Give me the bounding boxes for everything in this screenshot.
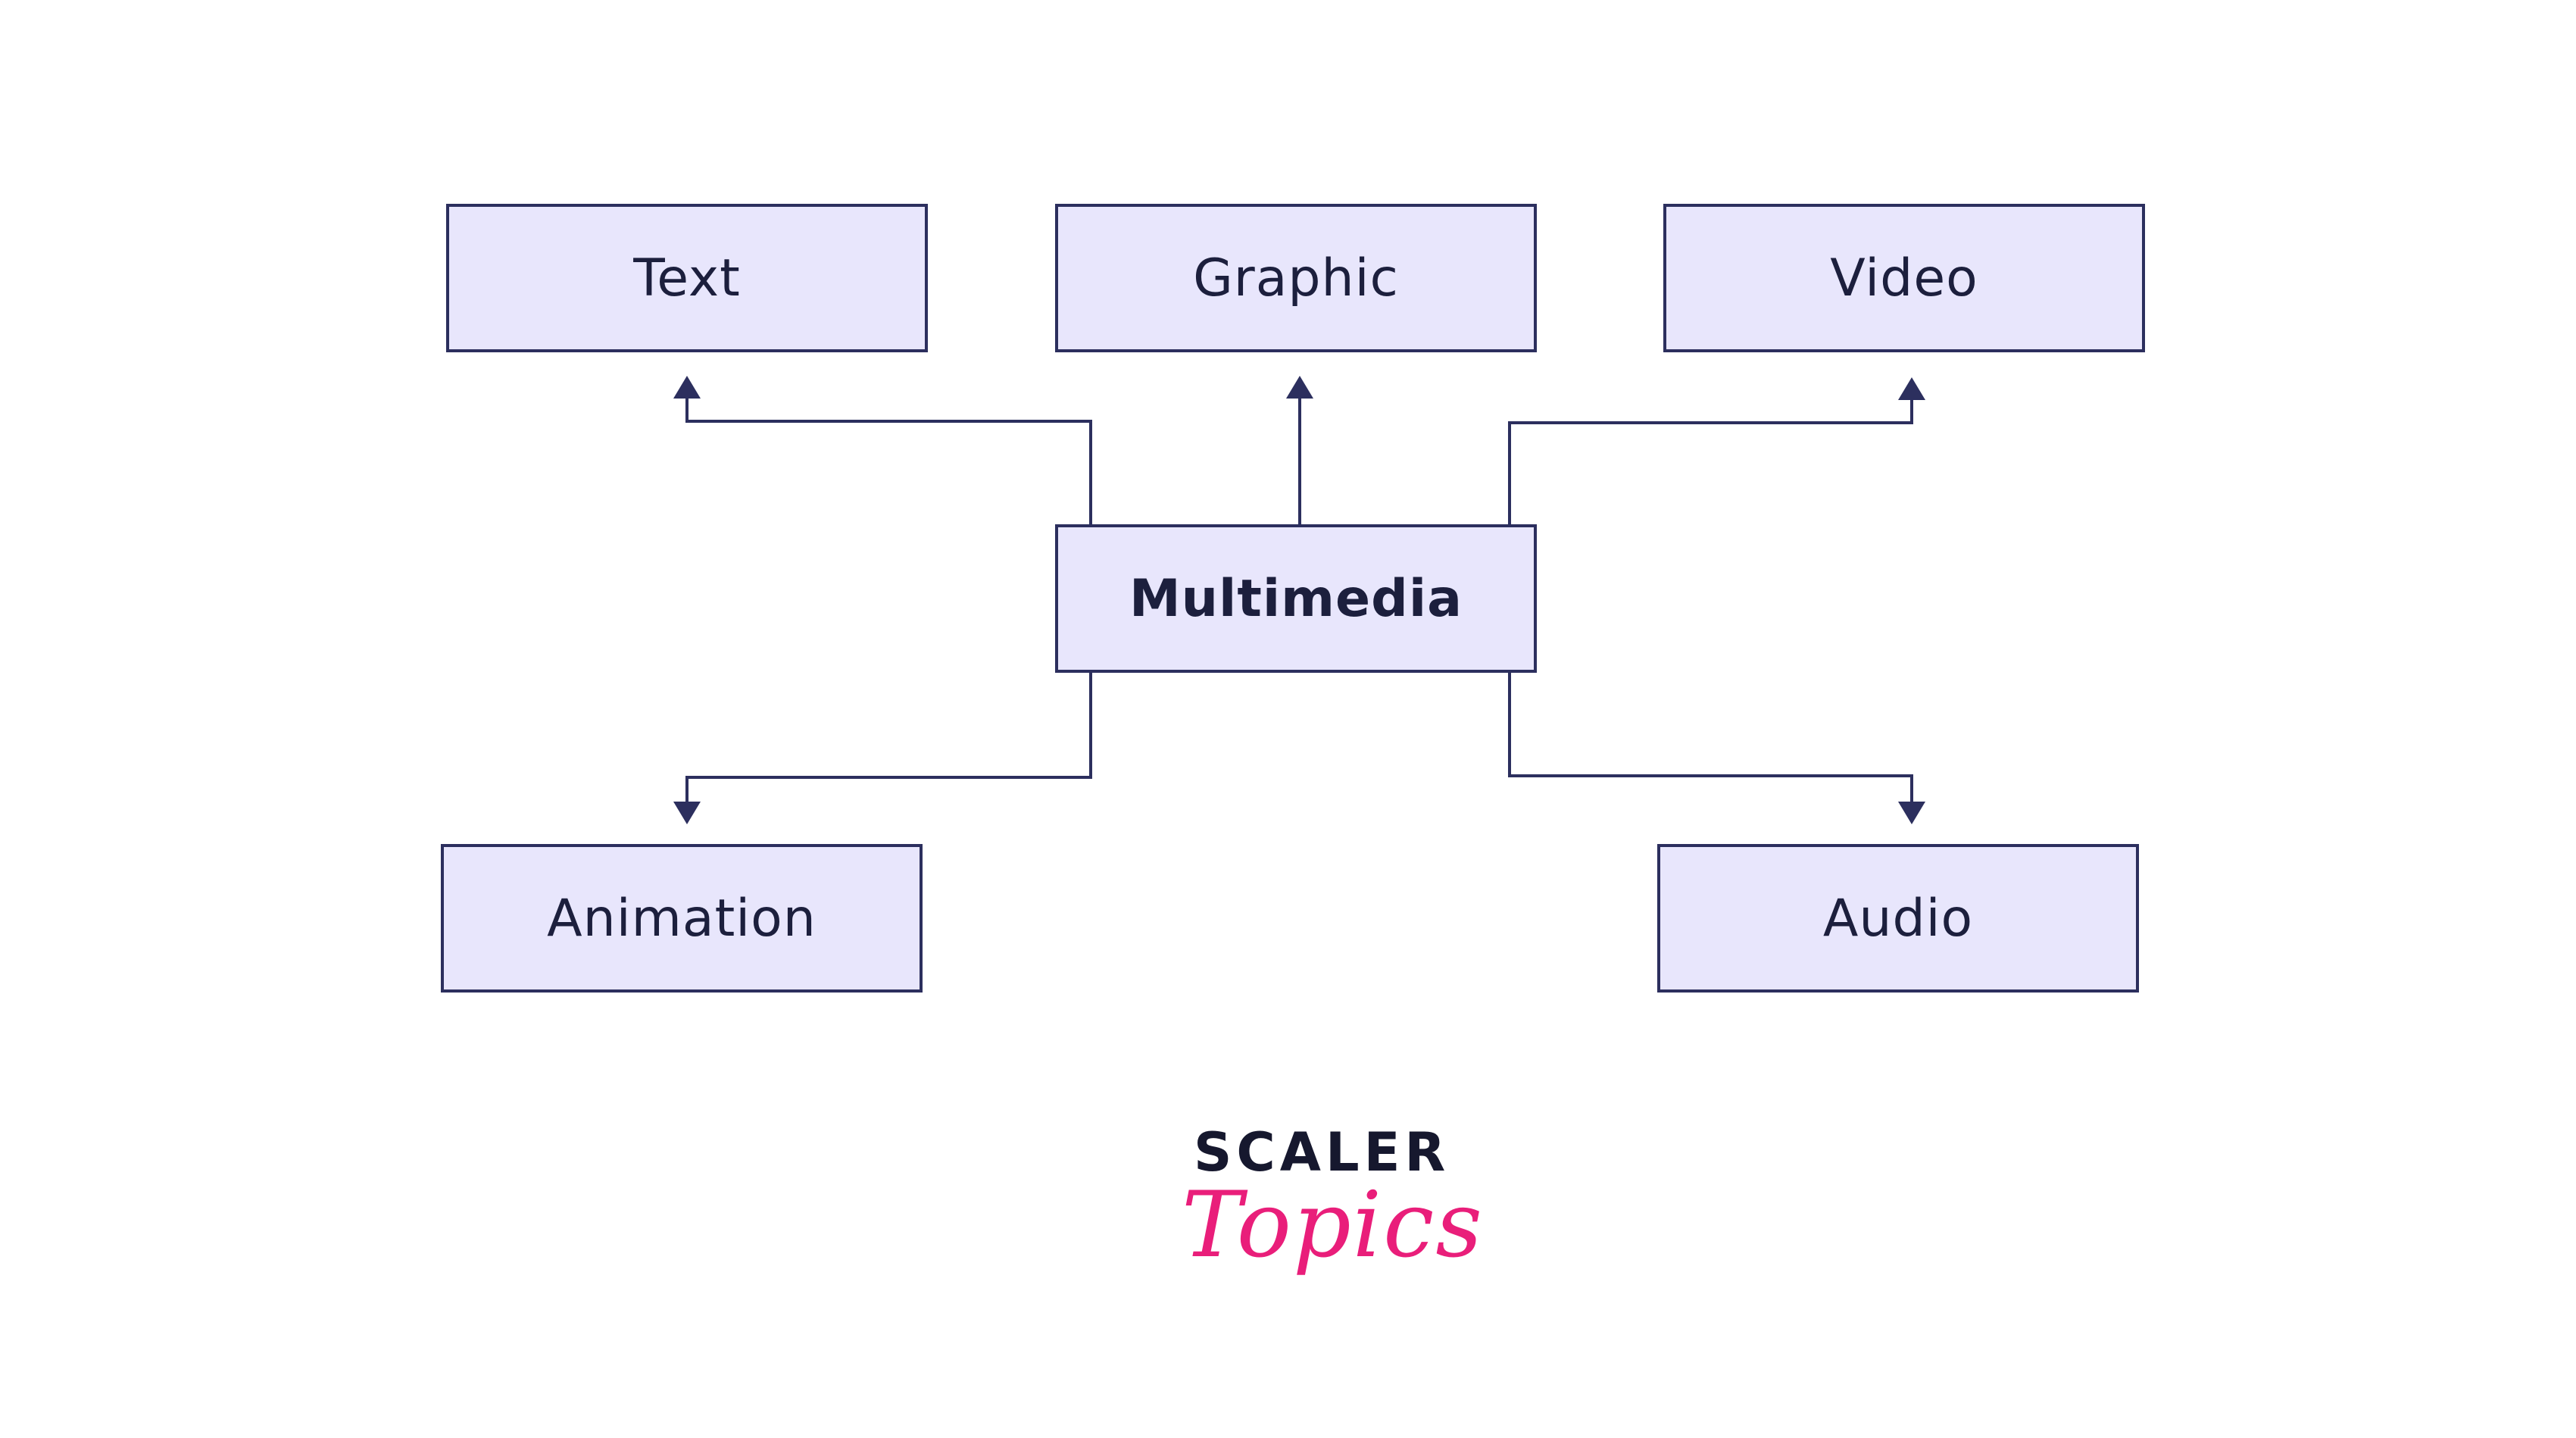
node-audio-label: Audio	[1822, 888, 1974, 949]
scaler-topics-logo: SCALER Topics	[1166, 1114, 1482, 1318]
node-text-label: Text	[633, 248, 741, 308]
logo-wordmark-bottom: Topics	[1182, 1173, 1484, 1278]
logo-wordmark-top: SCALER	[1194, 1121, 1450, 1183]
arrowhead-animation	[673, 802, 701, 824]
arrowhead-text	[673, 376, 701, 399]
node-graphic-label: Graphic	[1193, 248, 1399, 308]
arrowhead-video	[1898, 377, 1925, 400]
connector-to-video	[1508, 395, 1913, 524]
node-video-label: Video	[1830, 248, 1978, 308]
node-animation-label: Animation	[547, 888, 817, 949]
node-text: Text	[446, 204, 928, 352]
connector-to-animation	[685, 673, 1092, 806]
node-multimedia: Multimedia	[1055, 524, 1537, 673]
node-audio: Audio	[1657, 844, 2139, 993]
node-multimedia-label: Multimedia	[1129, 568, 1463, 629]
node-video: Video	[1663, 204, 2145, 352]
arrowhead-graphic	[1286, 376, 1313, 399]
connector-to-audio	[1508, 673, 1913, 806]
node-graphic: Graphic	[1055, 204, 1537, 352]
arrowhead-audio	[1898, 802, 1925, 824]
connector-to-text	[685, 394, 1092, 524]
node-animation: Animation	[441, 844, 923, 993]
